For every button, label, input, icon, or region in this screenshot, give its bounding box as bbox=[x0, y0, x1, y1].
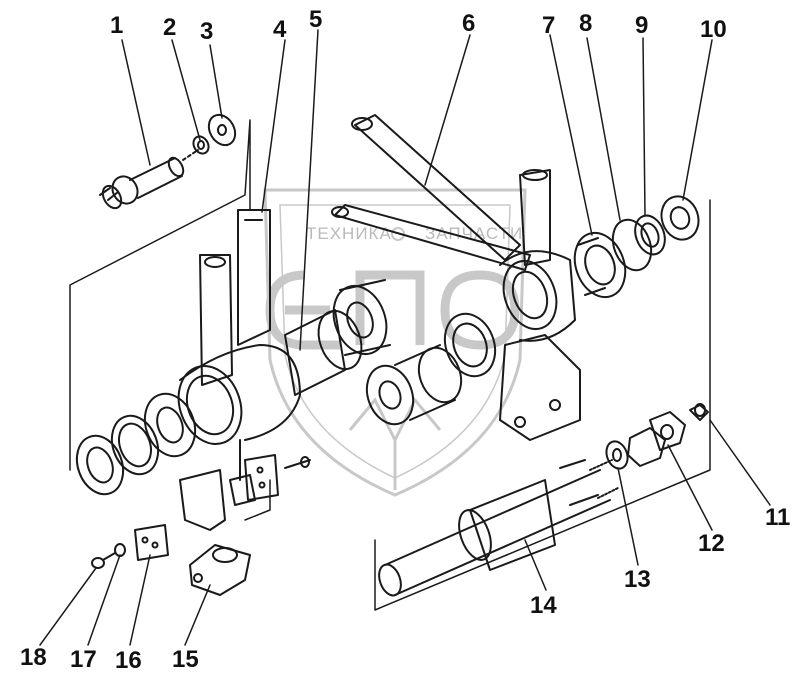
part-14-shaft bbox=[378, 459, 619, 597]
left-frame-outline bbox=[69, 119, 251, 471]
part-5-bushing bbox=[284, 309, 363, 396]
part-label-3: 3 bbox=[200, 18, 214, 45]
part-11-fitting bbox=[689, 403, 709, 421]
part-label-1: 1 bbox=[110, 12, 124, 39]
part-label-18: 18 bbox=[20, 644, 47, 671]
part-8-ring bbox=[611, 218, 653, 272]
part-9-seal bbox=[634, 214, 666, 256]
middle-bearing bbox=[332, 279, 391, 356]
part-label-8: 8 bbox=[579, 10, 593, 37]
watermark-shield bbox=[263, 188, 527, 497]
part-label-2: 2 bbox=[163, 14, 177, 41]
part-label-10: 10 bbox=[700, 16, 727, 43]
part-16-plate bbox=[134, 524, 169, 561]
part-12-nut bbox=[627, 411, 686, 467]
part-label-5: 5 bbox=[309, 6, 323, 33]
part-18-bolt bbox=[91, 552, 116, 569]
right-bushings bbox=[365, 312, 497, 426]
part-label-13: 13 bbox=[624, 566, 651, 593]
right-housing bbox=[499, 169, 576, 342]
part-7-bearing bbox=[573, 231, 627, 299]
watermark-right-text: ЗАПЧАСТИ bbox=[425, 224, 524, 243]
part-13-washer bbox=[605, 440, 629, 470]
part-17-washer bbox=[114, 543, 126, 557]
part-label-16: 16 bbox=[115, 647, 142, 674]
watermark-letter-o bbox=[440, 270, 520, 350]
part-15-block bbox=[189, 544, 251, 596]
watermark-left-text: ТЕХНИКА bbox=[306, 224, 392, 243]
part-10-nut bbox=[660, 195, 700, 241]
part-label-14: 14 bbox=[530, 592, 557, 619]
part-label-7: 7 bbox=[542, 12, 556, 39]
part-label-6: 6 bbox=[462, 10, 476, 37]
part-label-4: 4 bbox=[273, 16, 287, 43]
part-2-nut bbox=[192, 135, 210, 155]
part-3-washer bbox=[207, 113, 237, 147]
left-housing bbox=[177, 344, 301, 445]
part-label-9: 9 bbox=[635, 12, 649, 39]
watermark-letter-p bbox=[355, 270, 425, 345]
part-label-12: 12 bbox=[698, 530, 725, 557]
part-1-bolt bbox=[99, 149, 199, 210]
part-4-left-plate bbox=[237, 209, 271, 346]
part-6-arms bbox=[331, 114, 531, 271]
part-label-15: 15 bbox=[172, 646, 199, 673]
lower-left-bracket bbox=[179, 439, 256, 531]
right-frame-outline bbox=[374, 199, 711, 611]
part-label-17: 17 bbox=[70, 646, 97, 673]
center-small-plate bbox=[244, 454, 311, 501]
leader-lines bbox=[39, 29, 771, 646]
left-lever-arm bbox=[199, 254, 233, 386]
left-seal-rings bbox=[75, 392, 197, 496]
part-label-11: 11 bbox=[765, 504, 791, 531]
right-lower-bracket bbox=[499, 334, 581, 441]
